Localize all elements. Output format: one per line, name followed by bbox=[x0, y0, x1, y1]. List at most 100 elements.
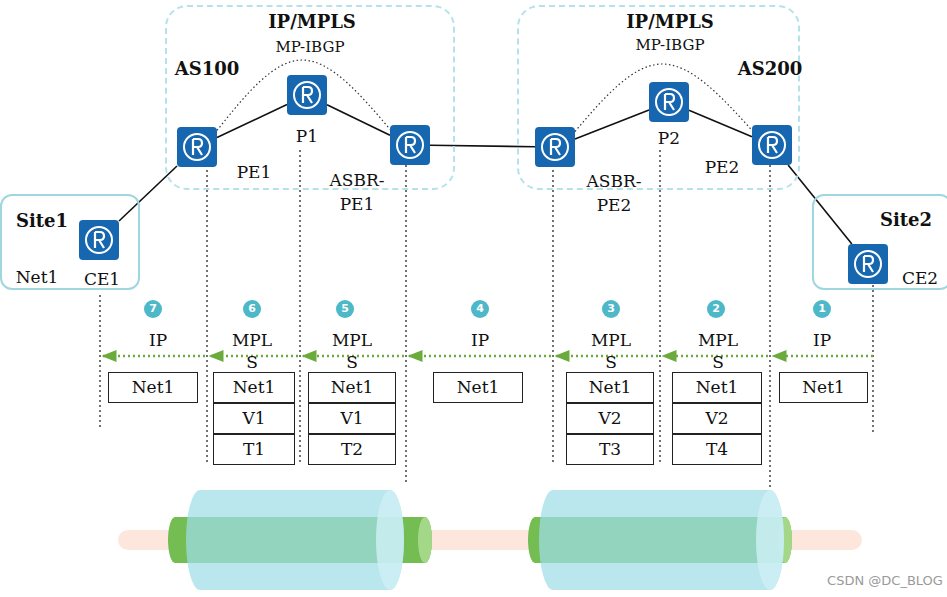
edge-group bbox=[119, 60, 852, 244]
column-divider bbox=[769, 150, 771, 490]
site-box: Site2CE2 bbox=[812, 194, 947, 290]
callout-number: 4 bbox=[471, 300, 489, 318]
router-ring bbox=[184, 134, 210, 160]
label-stack-cell: T4 bbox=[672, 434, 762, 465]
label-stack-cell: Net1 bbox=[672, 372, 762, 403]
label-stack-cell: Net1 bbox=[213, 372, 295, 403]
column-divider bbox=[405, 150, 407, 485]
router-mark bbox=[665, 94, 674, 110]
layer-header: MPLS bbox=[230, 329, 274, 373]
layer-header: MPLS bbox=[696, 329, 740, 373]
as-number: AS100 bbox=[175, 59, 240, 79]
layer-header: IP bbox=[458, 329, 502, 351]
router-body bbox=[177, 127, 217, 167]
label-stack-cell: V1 bbox=[308, 403, 396, 434]
router-ring bbox=[294, 82, 320, 108]
site-name: Site1 bbox=[16, 211, 68, 231]
router-mark bbox=[864, 256, 873, 272]
column-divider bbox=[299, 150, 301, 465]
column-dividers bbox=[100, 150, 873, 490]
as-title: IP/MPLS bbox=[626, 12, 714, 32]
router-symbol bbox=[535, 127, 575, 167]
router-mark bbox=[95, 232, 104, 248]
router-ring bbox=[397, 132, 423, 158]
callout-number: 7 bbox=[144, 300, 162, 318]
router-icon: CE2 bbox=[848, 244, 888, 284]
label-stack-cell: V2 bbox=[672, 403, 762, 434]
router-symbol bbox=[287, 75, 327, 115]
protocol-label: MP-IBGP bbox=[635, 35, 704, 55]
link-line bbox=[327, 105, 390, 136]
router-ring bbox=[542, 134, 568, 160]
outer-tunnel bbox=[539, 490, 784, 590]
network-name: Net1 bbox=[16, 267, 59, 287]
layer-header: IP bbox=[800, 329, 844, 351]
router-body bbox=[535, 127, 575, 167]
router-body bbox=[79, 220, 119, 260]
router-ring bbox=[86, 227, 112, 253]
router-ring bbox=[855, 251, 881, 277]
router-icon: P2 bbox=[649, 82, 689, 122]
router-ring bbox=[759, 132, 785, 158]
column-divider bbox=[552, 150, 554, 465]
router-icon: ASBR- PE2 bbox=[535, 127, 575, 167]
router-mark bbox=[193, 139, 202, 155]
link-line bbox=[430, 145, 535, 146]
tunnel-end bbox=[756, 490, 784, 590]
as-domain-box: IP/MPLSMP-IBGPAS200ASBR- PE2P2PE2 bbox=[517, 5, 800, 190]
as-title: IP/MPLS bbox=[268, 12, 356, 32]
router-mark bbox=[303, 87, 312, 103]
label-stack-cell: V2 bbox=[566, 403, 654, 434]
outer-tunnel bbox=[186, 490, 404, 590]
label-stack-cell: Net1 bbox=[108, 372, 198, 403]
layer-header: MPLS bbox=[589, 329, 633, 373]
forwarding-arrow bbox=[773, 355, 873, 358]
label-stack-cell: T3 bbox=[566, 434, 654, 465]
router-symbol bbox=[752, 125, 792, 165]
router-name: P1 bbox=[296, 126, 318, 146]
column-divider bbox=[872, 270, 874, 435]
link-line bbox=[217, 104, 287, 137]
router-icon: ASBR- PE1 bbox=[390, 125, 430, 165]
router-name: ASBR- PE2 bbox=[583, 169, 645, 217]
router-name: PE2 bbox=[705, 157, 740, 177]
router-body bbox=[848, 244, 888, 284]
router-name: ASBR- PE1 bbox=[326, 168, 388, 216]
protocol-label: MP-IBGP bbox=[275, 37, 344, 57]
router-name: PE1 bbox=[237, 162, 272, 182]
as-number: AS200 bbox=[738, 59, 803, 79]
label-stack-cell: T1 bbox=[213, 434, 295, 465]
watermark: CSDN @DC_BLOG bbox=[827, 573, 943, 588]
callout-number: 6 bbox=[243, 300, 261, 318]
link-line bbox=[575, 110, 649, 139]
router-icon: PE2 bbox=[752, 125, 792, 165]
router-symbol bbox=[79, 220, 119, 260]
column-divider bbox=[99, 295, 101, 430]
label-stack-cell: Net1 bbox=[433, 372, 523, 403]
router-body bbox=[752, 125, 792, 165]
callout-number: 3 bbox=[602, 300, 620, 318]
callout-number: 1 bbox=[813, 300, 831, 318]
as-domain-box: IP/MPLSMP-IBGPAS100PE1P1ASBR- PE1 bbox=[165, 5, 455, 190]
router-symbol bbox=[390, 125, 430, 165]
callout-number: 5 bbox=[336, 300, 354, 318]
router-name: P2 bbox=[658, 128, 680, 148]
router-mark bbox=[768, 137, 777, 153]
router-body bbox=[649, 82, 689, 122]
router-icon: CE1 bbox=[79, 220, 119, 260]
label-stack-cell: Net1 bbox=[779, 372, 868, 403]
link-line bbox=[788, 165, 852, 244]
router-mark bbox=[406, 137, 415, 153]
router-body bbox=[390, 125, 430, 165]
router-icon: PE1 bbox=[177, 127, 217, 167]
router-icon: P1 bbox=[287, 75, 327, 115]
column-divider bbox=[206, 150, 208, 465]
link-line bbox=[689, 110, 752, 136]
tunnel-end bbox=[418, 517, 432, 563]
layer-header: IP bbox=[136, 329, 180, 351]
layer-header: MPLS bbox=[330, 329, 374, 373]
